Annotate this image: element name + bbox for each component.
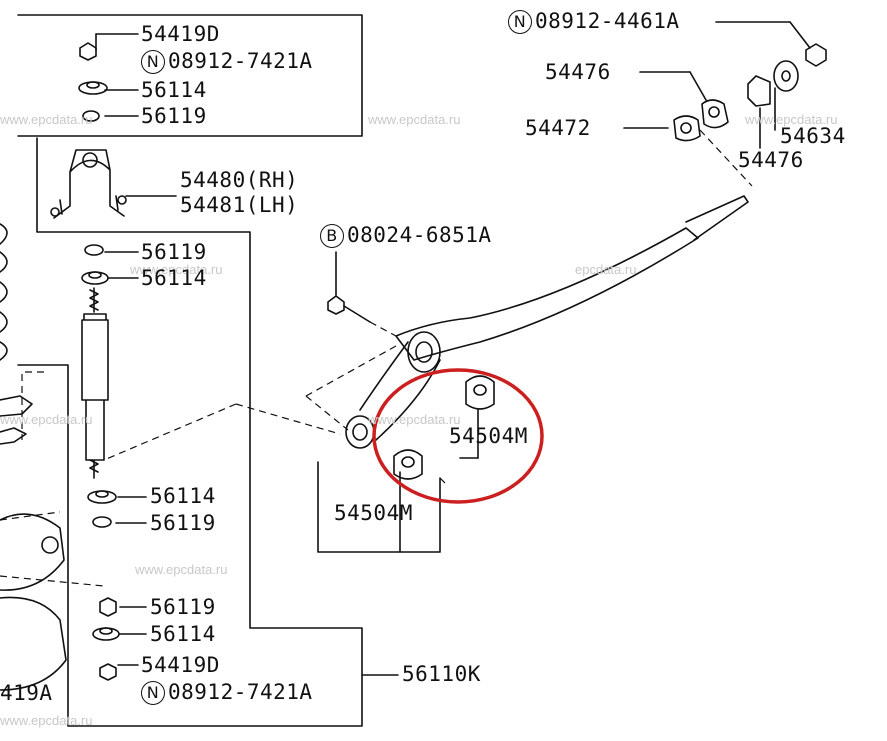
watermark: www.epcdata.ru <box>368 412 461 427</box>
watermark: www.epcdata.ru <box>745 112 838 127</box>
part-label: 56114 <box>141 266 207 290</box>
part-label: 56119 <box>150 595 216 619</box>
part-label: 54480(RH) <box>180 168 299 192</box>
n-marker-icon: N <box>141 681 165 705</box>
part-label: 54476 <box>545 60 611 84</box>
watermark: www.epcdata.ru <box>0 412 93 427</box>
part-label: 56110K <box>402 662 481 686</box>
part-label: 54481(LH) <box>180 193 299 217</box>
part-label: 419A <box>0 681 53 705</box>
b-marker-icon: B <box>320 224 344 248</box>
coil-spring-icon <box>0 223 8 361</box>
watermark: epcdata.ru <box>575 262 637 277</box>
part-label: 54419D <box>141 653 220 677</box>
shock-absorber-icon <box>81 287 109 479</box>
watermark: www.epcdata.ru <box>135 562 228 577</box>
part-label: 54419D <box>141 22 220 46</box>
watermark: www.epcdata.ru <box>130 262 223 277</box>
mount-bracket-icon <box>53 149 125 219</box>
kit-bracket-top <box>17 14 363 137</box>
part-label: 54504M <box>334 501 413 525</box>
part-label: 56119 <box>141 104 207 128</box>
highlight-circle <box>372 368 544 504</box>
part-label: 56114 <box>150 622 216 646</box>
part-label: 56114 <box>141 78 207 102</box>
part-label: 54634 <box>780 124 846 148</box>
kit-bracket-main <box>17 137 363 727</box>
part-label: 56114 <box>150 484 216 508</box>
watermark: www.epcdata.ru <box>0 713 93 728</box>
part-label: 54476 <box>738 148 804 172</box>
watermark: www.epcdata.ru <box>368 112 461 127</box>
n-marker-icon: N <box>141 50 165 74</box>
part-label: 56119 <box>150 511 216 535</box>
part-label: 54504M <box>449 424 528 448</box>
watermark: www.epcdata.ru <box>0 112 93 127</box>
part-label: 56119 <box>141 240 207 264</box>
part-label: 54472 <box>525 116 591 140</box>
n-marker-icon: N <box>508 10 532 34</box>
